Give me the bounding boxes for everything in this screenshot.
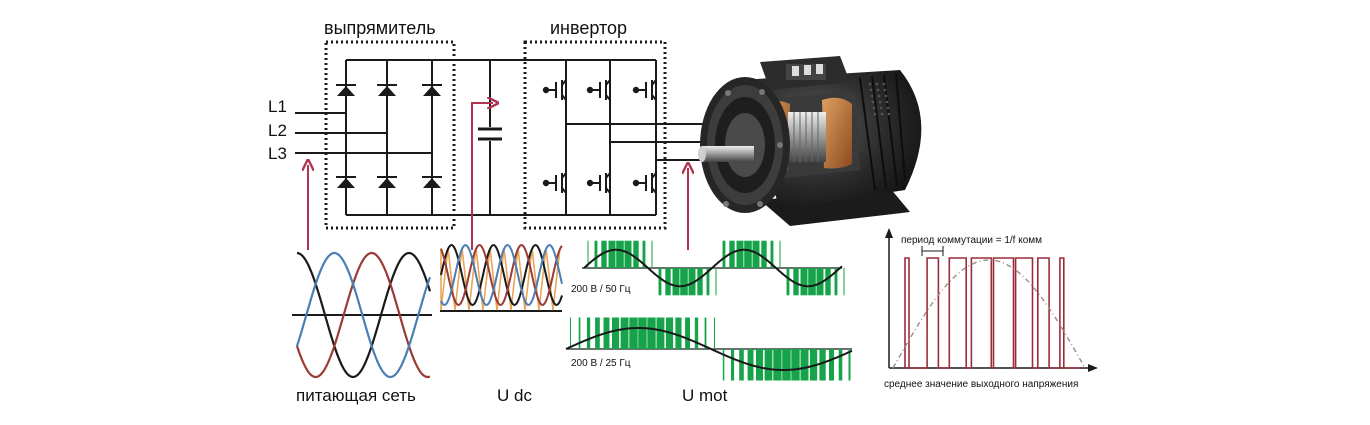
phase-l1-label: L1 [268,97,287,116]
igbt-icon [542,79,567,101]
udc-waveform [440,244,563,312]
igbt-icon [586,79,611,101]
igbt-icon [632,172,657,194]
inverter-label: инвертор [550,18,627,38]
rectifier-box [324,40,456,230]
diode-icon [422,84,442,96]
pwm-pulse-train [903,257,1080,369]
inverter-switches [542,79,657,194]
igbt-icon [542,172,567,194]
rectifier-diodes [336,84,442,188]
rectifier-label: выпрямитель [324,18,436,38]
electric-motor-illustration [698,56,922,226]
circuit-wires [295,59,710,216]
diode-icon [336,176,356,188]
phase-l2-label: L2 [268,121,287,140]
inverter-box [523,40,667,230]
switching-period-label: период коммутации = 1/f комм [901,235,1042,246]
diode-icon [336,84,356,96]
average-voltage-curve [892,259,1086,369]
average-voltage-plot [885,228,1098,372]
diode-icon [377,84,397,96]
umot-25hz-waveform [565,317,853,381]
diode-icon [377,176,397,188]
measurement-arrows [308,103,688,250]
igbt-icon [586,172,611,194]
igbt-icon [632,79,657,101]
supply-label: питающая сеть [296,386,416,405]
phase-l3-label: L3 [268,144,287,163]
umot-50hz-waveform [582,240,845,296]
average-output-label: среднее значение выходного напряжения [884,379,1078,390]
supply-waveform [292,251,432,379]
trace-25hz-label: 200 В / 25 Гц [571,358,631,369]
udc-label: U dc [497,386,532,405]
trace-50hz-label: 200 В / 50 Гц [571,284,631,295]
umot-label: U mot [682,386,728,405]
capacitor-icon [478,127,502,141]
diode-icon [422,176,442,188]
